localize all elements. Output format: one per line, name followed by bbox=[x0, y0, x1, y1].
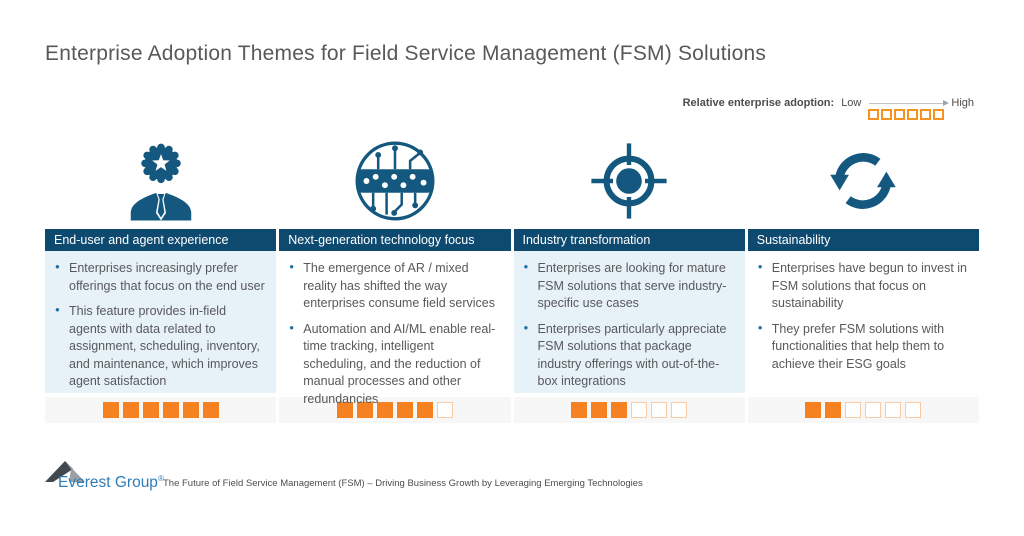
adoption-square-filled bbox=[571, 402, 588, 418]
column-industry-transformation: Industry transformation Enterprises are … bbox=[513, 132, 745, 423]
bullet-item: This feature provides in-field agents wi… bbox=[51, 303, 266, 391]
adoption-rating bbox=[747, 397, 979, 423]
adoption-square-filled bbox=[162, 402, 179, 418]
bullet-item: They prefer FSM solutions with functiona… bbox=[754, 321, 969, 374]
source-citation: The Future of Field Service Management (… bbox=[163, 478, 643, 489]
legend-square-empty bbox=[907, 109, 919, 120]
theme-columns: End-user and agent experience Enterprise… bbox=[45, 132, 979, 423]
adoption-square-filled bbox=[805, 402, 822, 418]
bullet-item: Enterprises have begun to invest in FSM … bbox=[754, 260, 969, 313]
adoption-rating bbox=[45, 397, 277, 423]
legend-square-empty bbox=[920, 109, 932, 120]
adoption-rating bbox=[513, 397, 745, 423]
target-icon bbox=[591, 142, 667, 219]
adoption-square-empty bbox=[905, 402, 922, 418]
legend-high-label: High bbox=[951, 97, 974, 109]
registered-mark: ® bbox=[157, 473, 164, 483]
adoption-square-filled bbox=[122, 402, 139, 418]
page-title: Enterprise Adoption Themes for Field Ser… bbox=[45, 42, 767, 65]
bullet-list: Enterprises increasingly prefer offering… bbox=[51, 260, 266, 391]
footer: Everest Group® The Future of Field Servi… bbox=[45, 458, 643, 492]
column-sustainability: Sustainability Enterprises have begun to… bbox=[747, 132, 979, 423]
adoption-square-filled bbox=[591, 402, 608, 418]
legend-square-empty bbox=[894, 109, 906, 120]
badge-person-icon bbox=[130, 143, 191, 220]
adoption-square-filled bbox=[202, 402, 219, 418]
adoption-square-empty bbox=[671, 402, 688, 418]
logo-wordmark: Everest Group® bbox=[58, 473, 164, 491]
bullet-item: Enterprises particularly appreciate FSM … bbox=[520, 321, 735, 391]
column-next-gen-technology: Next-generation technology focus The eme… bbox=[279, 132, 511, 423]
column-header: Next-generation technology focus bbox=[279, 229, 511, 251]
legend-square-empty bbox=[868, 109, 880, 120]
bullet-list: Enterprises are looking for mature FSM s… bbox=[520, 260, 735, 391]
legend-squares bbox=[868, 109, 945, 120]
legend-low-label: Low bbox=[841, 97, 862, 109]
adoption-square-empty bbox=[885, 402, 902, 418]
everest-group-logo: Everest Group® bbox=[45, 458, 164, 492]
legend-scale bbox=[868, 96, 950, 120]
bullet-item: Automation and AI/ML enable real-time tr… bbox=[285, 321, 500, 409]
adoption-square-empty bbox=[845, 402, 862, 418]
adoption-square-filled bbox=[102, 402, 119, 418]
adoption-square-empty bbox=[651, 402, 668, 418]
bullet-item: Enterprises increasingly prefer offering… bbox=[51, 260, 266, 295]
bullet-list: Enterprises have begun to invest in FSM … bbox=[754, 260, 969, 373]
adoption-square-empty bbox=[865, 402, 882, 418]
column-header: Industry transformation bbox=[513, 229, 745, 251]
adoption-square-empty bbox=[631, 402, 648, 418]
bullet-item: Enterprises are looking for mature FSM s… bbox=[520, 260, 735, 313]
column-header: End-user and agent experience bbox=[45, 229, 277, 251]
legend-square-empty bbox=[933, 109, 945, 120]
legend-square-empty bbox=[881, 109, 893, 120]
adoption-legend: Relative enterprise adoption: Low High bbox=[683, 96, 974, 120]
low-to-high-arrow-icon bbox=[869, 100, 950, 106]
mountain-peak-icon bbox=[45, 461, 85, 482]
adoption-square-filled bbox=[825, 402, 842, 418]
legend-label: Relative enterprise adoption: bbox=[682, 97, 835, 109]
adoption-square-filled bbox=[182, 402, 199, 418]
bullet-list: The emergence of AR / mixed reality has … bbox=[285, 260, 500, 408]
column-end-user-experience: End-user and agent experience Enterprise… bbox=[45, 132, 277, 423]
bullet-item: The emergence of AR / mixed reality has … bbox=[285, 260, 500, 313]
column-header: Sustainability bbox=[747, 229, 979, 251]
sync-arrows-icon bbox=[830, 152, 897, 209]
adoption-square-filled bbox=[611, 402, 628, 418]
adoption-square-filled bbox=[142, 402, 159, 418]
circuit-technology-icon bbox=[355, 141, 435, 220]
